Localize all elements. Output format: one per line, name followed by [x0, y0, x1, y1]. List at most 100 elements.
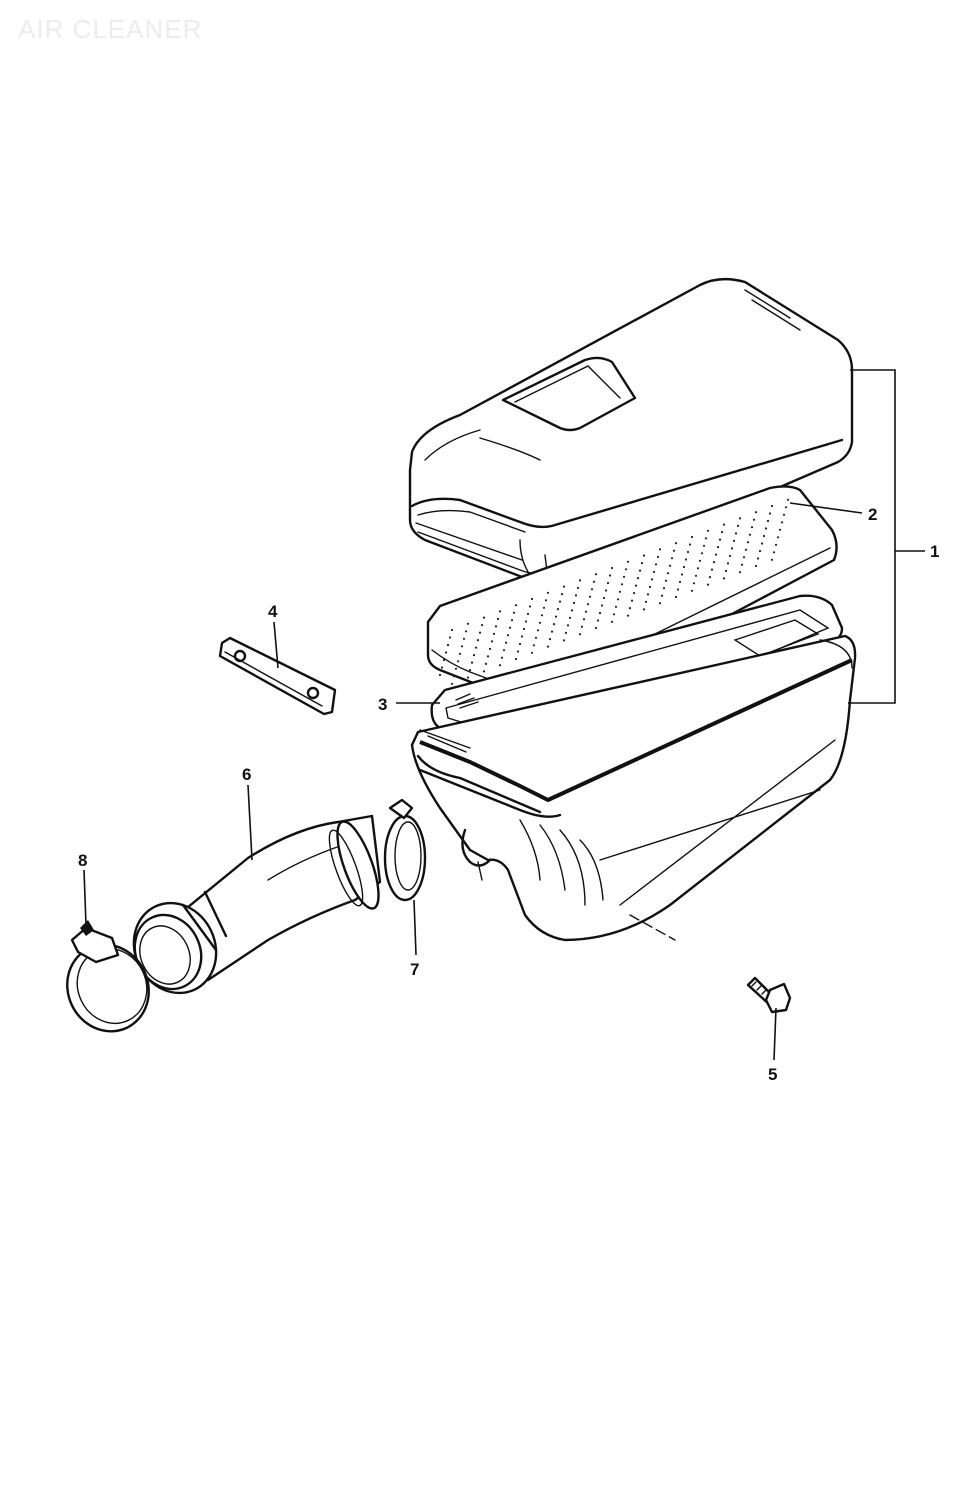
- filter-dot: [610, 566, 614, 570]
- filter-dot: [724, 569, 728, 573]
- filter-dot: [690, 589, 694, 592]
- filter-dot: [644, 600, 648, 604]
- filter-dot: [450, 628, 454, 632]
- filter-dot: [740, 563, 744, 566]
- filter-dot: [600, 604, 604, 607]
- filter-dot: [572, 601, 576, 605]
- filter-dot: [616, 598, 620, 601]
- filter-dot: [610, 620, 614, 623]
- filter-dot: [592, 580, 596, 583]
- filter-dot: [472, 654, 476, 657]
- filter-dot: [768, 512, 772, 515]
- filter-dot: [758, 549, 762, 553]
- filter-dot: [528, 605, 532, 608]
- filter-dot: [512, 611, 516, 614]
- filter-dot: [692, 582, 696, 585]
- filter-dot: [636, 577, 640, 580]
- filter-dot: [738, 571, 742, 574]
- filter-dot: [550, 630, 554, 633]
- filter-dot: [534, 636, 538, 639]
- filter-dot: [728, 554, 732, 558]
- filter-dot: [754, 511, 758, 514]
- filter-dot: [696, 567, 700, 570]
- filter-dot: [452, 675, 456, 678]
- filter-dot: [514, 604, 518, 607]
- filter-dot: [442, 658, 446, 662]
- filter-dot: [750, 526, 754, 529]
- filter-dot: [454, 667, 458, 670]
- filter-dot: [746, 541, 750, 544]
- filter-dot: [718, 538, 722, 541]
- filter-dot: [770, 558, 774, 561]
- air-cleaner-housing: [410, 634, 857, 942]
- filter-dot: [630, 599, 634, 602]
- filter-dot: [686, 550, 690, 554]
- filter-dot: [486, 655, 490, 658]
- filter-dot: [570, 609, 574, 612]
- filter-dot: [530, 651, 534, 654]
- filter-dot: [634, 584, 638, 587]
- filter-dot: [558, 600, 562, 603]
- filter-dot: [698, 559, 702, 562]
- filter-dot: [722, 577, 726, 580]
- filter-dot: [680, 573, 684, 576]
- filter-dot: [480, 624, 484, 627]
- filter-dot: [518, 642, 522, 646]
- filter-dot: [674, 595, 678, 599]
- filter-dot: [704, 537, 708, 540]
- filter-dot: [712, 561, 716, 564]
- intake-hose: [132, 814, 382, 995]
- filter-dot: [554, 615, 558, 618]
- filter-dot: [510, 619, 514, 622]
- filter-dot: [526, 612, 530, 616]
- filter-dot: [482, 616, 486, 619]
- filter-dot: [548, 638, 552, 641]
- hose-clamp-large: [66, 920, 150, 1033]
- filter-dot: [706, 583, 710, 586]
- filter-dot: [730, 547, 734, 550]
- filter-dot: [716, 546, 720, 549]
- callout-6: 6: [242, 765, 251, 784]
- filter-dot: [560, 593, 564, 596]
- filter-dot: [544, 599, 548, 602]
- callout-3: 3: [378, 695, 387, 714]
- filter-dot: [624, 568, 628, 571]
- filter-dot: [708, 576, 712, 579]
- filter-dot: [608, 574, 612, 577]
- callout-7: 7: [410, 960, 419, 979]
- filter-dot: [664, 579, 668, 582]
- filter-dot: [500, 656, 504, 659]
- filter-dot: [656, 555, 660, 559]
- filter-dot: [654, 563, 658, 566]
- filter-dot: [574, 594, 578, 597]
- filter-dot: [632, 592, 636, 595]
- filter-dot: [714, 553, 718, 556]
- filter-dot: [590, 588, 594, 591]
- filter-dot: [752, 518, 756, 521]
- filter-dot: [652, 570, 656, 574]
- filter-dot: [502, 649, 506, 652]
- callout-1: 1: [930, 542, 939, 561]
- filter-dot: [756, 557, 760, 560]
- filter-dot: [620, 583, 624, 586]
- filter-dot: [492, 632, 496, 636]
- filter-dot: [606, 581, 610, 585]
- filter-dot: [562, 585, 566, 588]
- filter-dot: [564, 631, 568, 635]
- filter-dot: [490, 640, 494, 643]
- filter-dot: [462, 637, 466, 640]
- filter-dot: [736, 524, 740, 528]
- filter-dot: [732, 539, 736, 543]
- filter-dot: [688, 543, 692, 546]
- callout-8: 8: [78, 851, 87, 870]
- filter-dot: [546, 645, 550, 648]
- filter-dot: [578, 633, 582, 636]
- filter-dot: [536, 629, 540, 632]
- filter-dot: [504, 641, 508, 644]
- filter-dot: [580, 625, 584, 628]
- filter-dot: [622, 575, 626, 578]
- filter-dot: [666, 572, 670, 575]
- filter-dot: [722, 523, 726, 526]
- filter-dot: [586, 603, 590, 606]
